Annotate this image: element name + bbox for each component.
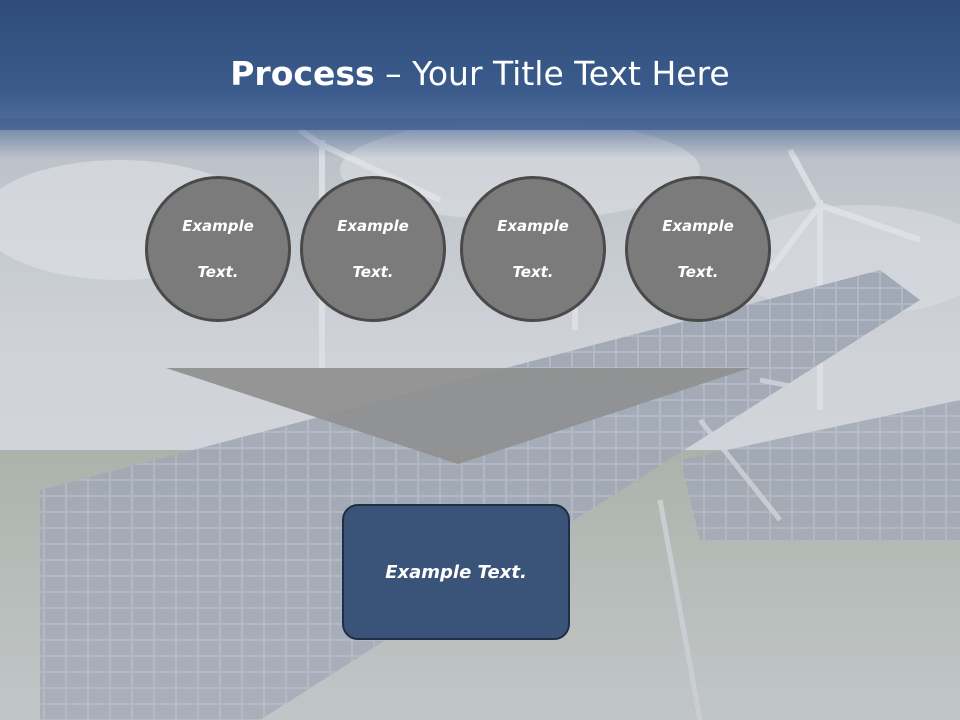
page-title: Process – Your Title Text Here <box>0 52 960 96</box>
header-fade <box>0 118 960 158</box>
result-label: Example Text. <box>385 561 527 583</box>
title-rest: – Your Title Text Here <box>374 54 730 93</box>
result-box[interactable]: Example Text. <box>342 504 570 640</box>
title-bold: Process <box>230 54 375 93</box>
header-bar <box>0 0 960 130</box>
